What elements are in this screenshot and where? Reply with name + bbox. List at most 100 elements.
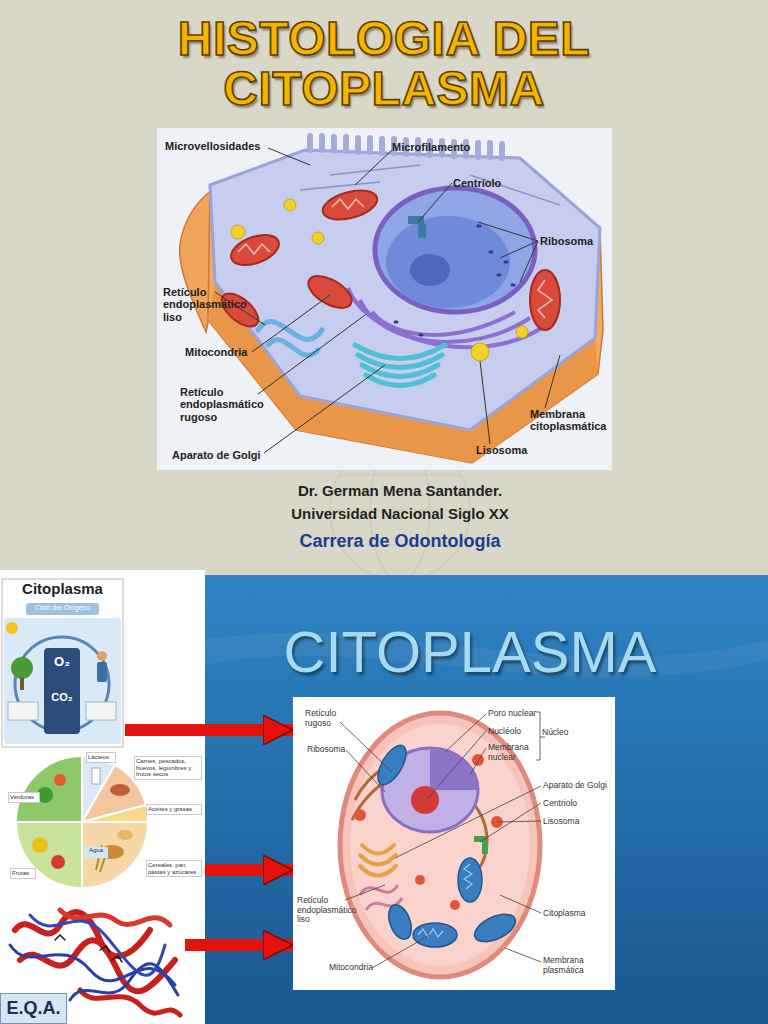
ribosome-dots (395, 226, 514, 335)
part-label: Ribosoma (307, 745, 357, 755)
ligand-sticks (55, 935, 122, 962)
part-label: Retículo rugoso (305, 709, 347, 728)
wheel-sector (16, 756, 82, 822)
slide-panel: Retículo rugosoRibosoma Poro nuclearNuclé… (205, 575, 768, 1024)
food-item (32, 837, 48, 853)
wheel-sector (82, 805, 148, 822)
part-label: Ribosoma (540, 235, 610, 247)
mitochondria (216, 185, 560, 332)
mitochondrion (303, 270, 357, 315)
microvilli (310, 136, 502, 158)
coil-ribbon (70, 964, 178, 1000)
card-text: O₂ (44, 655, 80, 670)
pointer-arrow (185, 939, 293, 951)
food-item (110, 784, 130, 796)
mitochondria (372, 741, 519, 947)
card-text: Ciclo del Oxígeno (26, 604, 99, 612)
food-group-label: Verduras (8, 792, 40, 803)
golgi-apparatus (355, 345, 445, 386)
protein-image: E.Q.A. (0, 900, 185, 1024)
mitochondrion (320, 185, 381, 225)
pointer-arrow (205, 864, 293, 876)
nucleus-inner (386, 216, 510, 308)
part-label: Microvellosidades (165, 140, 290, 152)
wheel-sector (82, 822, 148, 888)
lysosome (312, 232, 324, 244)
smooth-er (258, 322, 322, 356)
image-column-background (0, 570, 205, 1024)
card-text: Citoplasma (0, 581, 125, 598)
leader-lines (340, 714, 541, 968)
lysosome (471, 343, 489, 361)
lysosome (415, 875, 425, 885)
wheel-frame (0, 748, 205, 900)
mitochondrion (372, 741, 411, 789)
pointer-arrow (125, 724, 293, 736)
food-wheel: LácteosCarnes, pescados, huevos, legumbr… (0, 748, 205, 900)
initials-box: E.Q.A. (0, 993, 67, 1024)
nucleus-cut (430, 748, 478, 790)
part-label: Membrana plasmática (543, 956, 595, 975)
nucleolus (410, 254, 450, 286)
illustration-box: MicrovellosidadesMicrofilamentoCentríolo… (157, 128, 612, 470)
part-label: Retículo endoplasmático liso (163, 286, 255, 323)
food-group-label: Carnes, pescados, huevos, legumbres y fr… (134, 756, 202, 780)
part-label: Núcleo (542, 728, 582, 738)
card-pill (26, 603, 99, 615)
part-label: Centriolo (543, 799, 603, 809)
mitochondrion (384, 902, 415, 943)
author-credit: Carrera de Odontología (200, 531, 600, 552)
part-label: Poro nuclear (488, 709, 538, 719)
helix-ribbon (60, 910, 170, 925)
part-label: Lisosoma (543, 817, 603, 827)
person-body (97, 662, 107, 682)
mitochondrion-cristae (238, 199, 552, 318)
food-group-label: Frutas (10, 868, 36, 879)
lysosome (231, 225, 245, 239)
centriole (482, 842, 488, 854)
food-group-label: Cereales, pan, pastas y azúcares (146, 860, 202, 877)
part-label: Membrana citoplasmática (530, 408, 615, 433)
mitochondrion (530, 270, 560, 330)
part-label: Mitocondria (185, 346, 275, 358)
lysosome (450, 900, 460, 910)
lysosome (354, 809, 366, 821)
food-items (32, 768, 133, 872)
tree-trunk (20, 678, 24, 690)
author-credit: Universidad Nacional Siglo XX (200, 505, 600, 522)
centriole (418, 224, 426, 238)
part-label: Retículo endoplasmático liso (297, 896, 359, 925)
protein-frame (0, 900, 185, 1024)
mitochondrion (413, 923, 457, 947)
part-label: Centríolo (453, 177, 533, 189)
lysosome (472, 754, 484, 766)
part-label: Nucléolo (488, 727, 538, 737)
cytoplasm-face (210, 150, 600, 430)
cell-diagram: Retículo rugosoRibosoma Poro nuclearNuclé… (293, 697, 615, 990)
food-group-label: Aceites y grasas (146, 804, 202, 815)
golgi-apparatus (360, 845, 396, 876)
mitochondrion (470, 909, 519, 948)
person-symbol (97, 651, 107, 661)
helix-ribbon (20, 940, 175, 991)
image-card: CitoplasmaCiclo del OxígenoO₂CO₂ (0, 577, 125, 748)
lysosomes (354, 754, 503, 910)
part-label: Lisosoma (476, 444, 556, 456)
part-label: Mitocondria (329, 963, 389, 973)
tree-symbol (11, 657, 33, 679)
note-box (8, 702, 38, 720)
lysosome (284, 199, 296, 211)
part-label: Aparato de Golgi (543, 781, 613, 791)
nucleus (375, 188, 535, 312)
mitochondrion-cristae (418, 864, 472, 937)
food-item (54, 774, 66, 786)
lysosome (516, 326, 528, 338)
slide-panel (205, 575, 768, 1024)
part-label: Retículo endoplasmático rugoso (180, 386, 272, 423)
water-box (84, 847, 108, 858)
helix-ribbon (80, 990, 180, 1015)
slide-title: HISTOLOGIA DEL CITOPLASMA (149, 14, 619, 114)
